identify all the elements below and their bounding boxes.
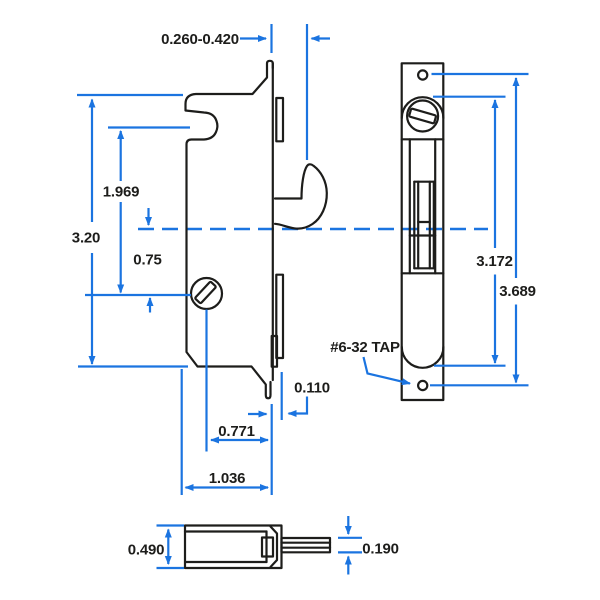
dim-label-bottom-width: 0.490 — [128, 542, 165, 559]
dim-label-cam-to-face: 0.771 — [218, 423, 255, 440]
cam-screw-circle — [189, 276, 224, 311]
dim-label-hole-to-hole: 3.689 — [499, 283, 536, 300]
screw-dome-arc — [400, 96, 445, 120]
upper-flange — [275, 96, 285, 143]
dim-centerline-to-cam: 0.75 — [85, 208, 208, 452]
dim-label-hook-projection: 0.260-0.420 — [161, 31, 239, 48]
cam-screw-slot — [194, 280, 217, 305]
hook-latch — [273, 163, 328, 230]
dim-label-notch-to-cam: 1.969 — [103, 184, 140, 201]
bottom-cam-slot — [260, 536, 275, 558]
dim-label-faceplate-offset: 0.110 — [294, 380, 330, 397]
dim-cam-to-face: 0.771 — [210, 423, 269, 444]
adjust-screw-circle — [406, 99, 440, 133]
tap-note-label: #6-32 TAP — [330, 339, 400, 356]
dim-label-body-depth: 1.036 — [209, 470, 246, 487]
lower-flange — [275, 273, 285, 360]
top-mounting-hole — [417, 69, 429, 81]
lock-body-outline — [184, 59, 274, 400]
side-view — [184, 59, 328, 400]
dim-faceplate-offset: 0.110 — [248, 372, 330, 420]
dim-tab-thickness: 0.190 — [338, 516, 399, 575]
front-view — [400, 62, 445, 402]
dim-hook-projection: 0.260-0.420 — [161, 24, 330, 160]
adjust-screw-slot — [408, 107, 437, 125]
dim-label-body-height: 3.20 — [72, 230, 100, 247]
bottom-view — [183, 524, 332, 570]
dim-label-tab-thickness: 0.190 — [362, 541, 399, 558]
dim-body-depth: 1.036 — [180, 369, 273, 495]
dim-label-dome-to-recess: 3.172 — [476, 253, 513, 270]
latch-housing — [400, 138, 445, 275]
dim-dome-to-recess: 3.172 — [433, 95, 513, 367]
dim-notch-to-cam: 1.969 — [103, 126, 190, 294]
dim-label-centerline-to-cam: 0.75 — [133, 252, 161, 269]
recess-end-arc — [400, 345, 445, 369]
lower-strip — [270, 334, 279, 368]
dim-hole-to-hole: 3.689 — [430, 72, 536, 387]
dim-body-height: 3.20 — [72, 93, 188, 368]
dim-bottom-width: 0.490 — [128, 524, 184, 570]
bottom-tap-hole — [417, 379, 429, 392]
note-tap: #6-32 TAP — [330, 339, 411, 386]
hook-blade-edge — [280, 536, 332, 554]
faceplate-outline — [400, 62, 445, 402]
